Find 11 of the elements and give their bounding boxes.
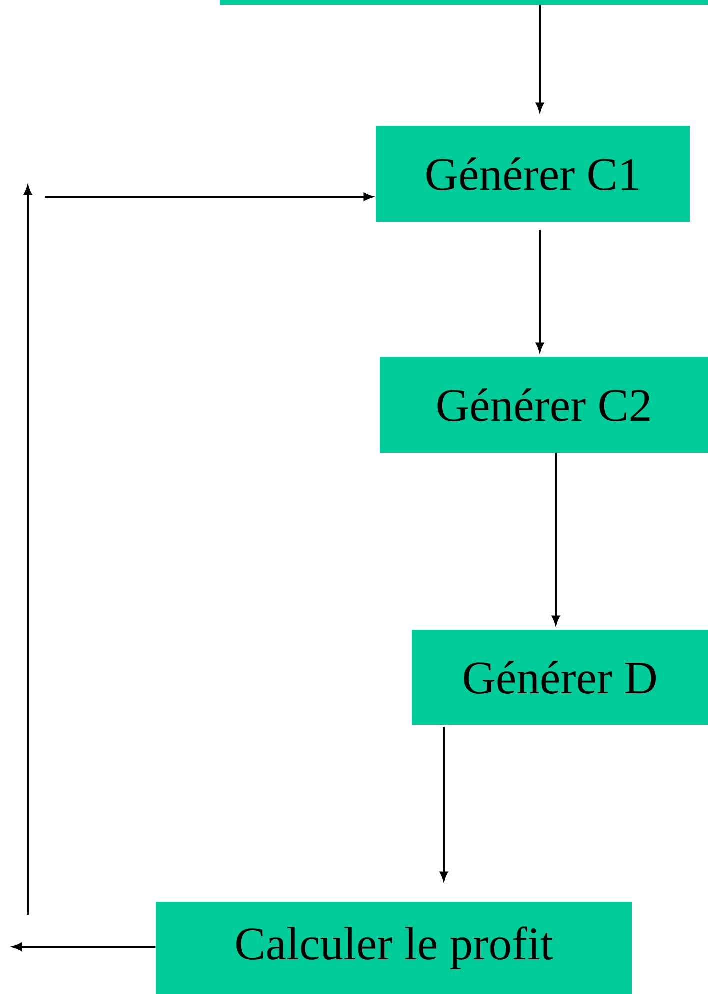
arrow: [536, 230, 544, 352]
arrow: [440, 727, 448, 881]
arrow: [552, 453, 560, 625]
process-box: Calculer le profit: [156, 902, 632, 994]
arrow: [12, 943, 156, 951]
process-box: Générer C2: [380, 357, 708, 453]
process-box: Générer D: [412, 630, 708, 725]
arrow: [45, 193, 373, 201]
arrow: [536, 5, 544, 112]
process-box: Générer C1: [376, 126, 690, 222]
box: [220, 0, 708, 5]
